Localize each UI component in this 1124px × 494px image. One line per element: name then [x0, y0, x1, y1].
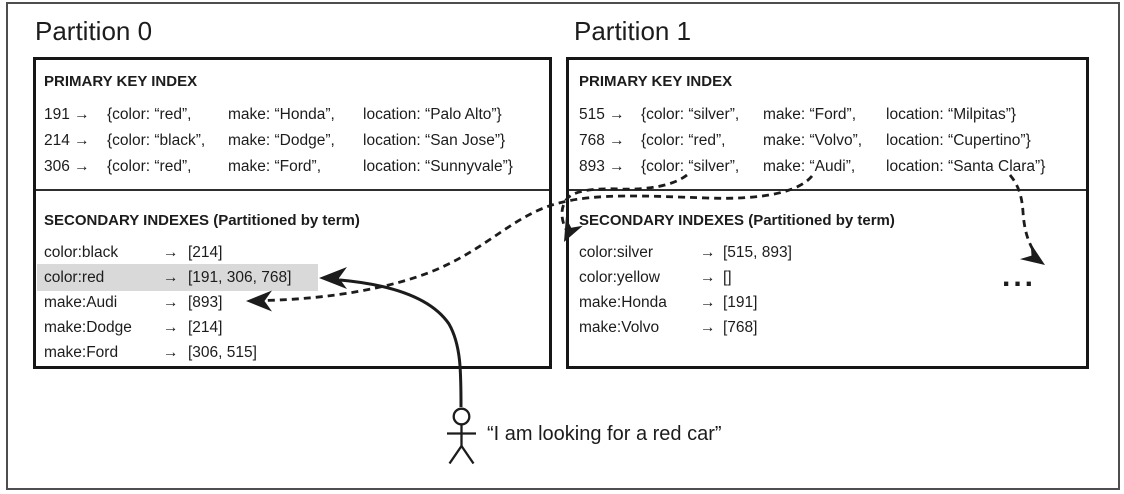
ids-cell: [893]	[188, 294, 223, 311]
secondary-index-row: color:black → [214]	[36, 244, 549, 262]
row-color: {color: “red”,	[107, 158, 192, 175]
ids-cell: [515, 893]	[723, 244, 792, 261]
ids-cell: [214]	[188, 244, 223, 261]
row-id: 515 →	[579, 106, 625, 123]
term-cell: make:Audi	[44, 294, 118, 311]
primary-row: 515 → {color: “silver”, make: “Ford”, lo…	[569, 106, 1086, 124]
row-make: make: “Volvo”,	[763, 132, 863, 149]
term-cell: make:Ford	[44, 344, 119, 361]
row-make: make: “Dodge”,	[228, 132, 335, 149]
partition-0-label: Partition 0	[35, 16, 153, 46]
secondary-index-row-color-red: color:red → [191, 306, 768]	[36, 269, 549, 287]
ids-cell: [214]	[188, 319, 223, 336]
row-color: {color: “black”,	[107, 132, 206, 149]
secondary-indexes-title: SECONDARY INDEXES (Partitioned by term)	[44, 212, 360, 229]
arrow-right-icon: →	[163, 244, 179, 261]
ids-cell: [191]	[723, 294, 758, 311]
secondary-indexes-title: SECONDARY INDEXES (Partitioned by term)	[579, 212, 895, 229]
row-make: make: “Honda”,	[228, 106, 335, 123]
row-make: make: “Audi”,	[763, 158, 856, 175]
arrow-right-icon: →	[163, 294, 179, 311]
secondary-index-row: make:Volvo → [768]	[569, 319, 1086, 337]
arrow-right-icon: →	[700, 319, 716, 336]
row-make: make: “Ford”,	[228, 158, 322, 175]
row-location: location: “San Jose”}	[363, 132, 506, 149]
arrow-right-icon: →	[700, 294, 716, 311]
row-make: make: “Ford”,	[763, 106, 857, 123]
row-id: 214 →	[44, 132, 90, 149]
row-color: {color: “silver”,	[641, 106, 740, 123]
ids-cell: [306, 515]	[188, 344, 257, 361]
arrow-right-icon: →	[163, 344, 179, 361]
primary-row: 893 → {color: “silver”, make: “Audi”, lo…	[569, 158, 1086, 176]
row-color: {color: “red”,	[641, 132, 726, 149]
secondary-index-row: make:Dodge → [214]	[36, 319, 549, 337]
term-cell: color:black	[44, 244, 119, 261]
outer-frame	[6, 2, 1120, 490]
ids-cell: []	[723, 269, 732, 286]
partition-1-box: PRIMARY KEY INDEX 515 → {color: “silver”…	[566, 57, 1089, 369]
arrow-right-icon: →	[700, 269, 716, 286]
row-color: {color: “red”,	[107, 106, 192, 123]
primary-row: 214 → {color: “black”, make: “Dodge”, lo…	[36, 132, 549, 150]
term-cell: make:Volvo	[579, 319, 660, 336]
row-id: 768 →	[579, 132, 625, 149]
primary-row: 768 → {color: “red”, make: “Volvo”, loca…	[569, 132, 1086, 150]
primary-row: 306 → {color: “red”, make: “Ford”, locat…	[36, 158, 549, 176]
row-id: 306 →	[44, 158, 90, 175]
query-text: “I am looking for a red car”	[487, 423, 722, 445]
row-location: location: “Sunnyvale”}	[363, 158, 513, 175]
term-cell: make:Dodge	[44, 319, 132, 336]
ids-cell: [191, 306, 768]	[188, 269, 292, 286]
primary-row: 191 → {color: “red”, make: “Honda”, loca…	[36, 106, 549, 124]
arrow-right-icon: →	[163, 319, 179, 336]
row-location: location: “Cupertino”}	[886, 132, 1031, 149]
row-id: 191 →	[44, 106, 90, 123]
row-location: location: “Santa Clara”}	[886, 158, 1046, 175]
row-color: {color: “silver”,	[641, 158, 740, 175]
primary-key-index-title: PRIMARY KEY INDEX	[579, 73, 733, 90]
term-cell: make:Honda	[579, 294, 667, 311]
section-divider	[569, 189, 1086, 191]
row-location: location: “Palo Alto”}	[363, 106, 502, 123]
term-cell: color:silver	[579, 244, 654, 261]
section-divider	[36, 189, 549, 191]
term-cell: color:yellow	[579, 269, 660, 286]
partition-0-box: PRIMARY KEY INDEX 191 → {color: “red”, m…	[33, 57, 552, 369]
ids-cell: [768]	[723, 319, 758, 336]
primary-key-index-title: PRIMARY KEY INDEX	[44, 73, 198, 90]
partition-1-label: Partition 1	[574, 16, 692, 46]
row-id: 893 →	[579, 158, 625, 175]
arrow-right-icon: →	[700, 244, 716, 261]
term-cell: color:red	[44, 269, 105, 286]
ellipsis-other-partitions: ...	[1002, 260, 1037, 293]
arrow-right-icon: →	[163, 269, 179, 286]
secondary-index-row: make:Ford → [306, 515]	[36, 344, 549, 362]
row-location: location: “Milpitas”}	[886, 106, 1017, 123]
secondary-index-row: make:Honda → [191]	[569, 294, 1086, 312]
secondary-index-row: make:Audi → [893]	[36, 294, 549, 312]
